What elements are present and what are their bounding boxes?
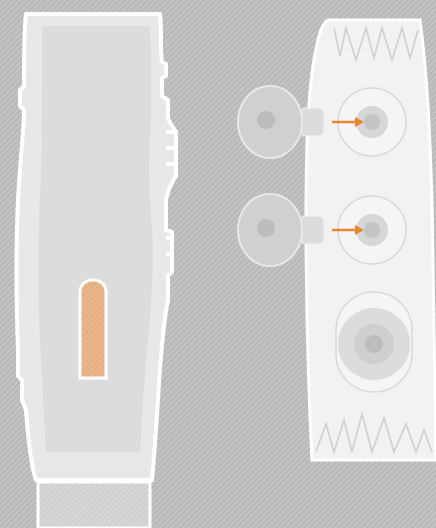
left-device-inner	[38, 26, 153, 452]
right-device	[304, 18, 436, 462]
bottom-teeth	[315, 410, 433, 455]
cap-1	[237, 85, 325, 159]
arrow-right-icon	[332, 225, 364, 235]
cap-1-stem	[299, 107, 325, 137]
port-3-core	[365, 335, 383, 353]
port-2-core	[364, 222, 380, 238]
left-device-ridges	[166, 130, 176, 256]
cap-2	[237, 193, 325, 267]
cap-2-stem	[299, 215, 325, 245]
top-teeth	[333, 24, 419, 63]
orange-insert	[78, 278, 108, 380]
left-device-base	[36, 480, 152, 528]
port-1-core	[364, 114, 380, 130]
arrow-right-icon	[332, 117, 364, 127]
left-device	[14, 12, 178, 528]
cap-2-center	[257, 219, 275, 237]
cap-1-center	[257, 111, 275, 129]
